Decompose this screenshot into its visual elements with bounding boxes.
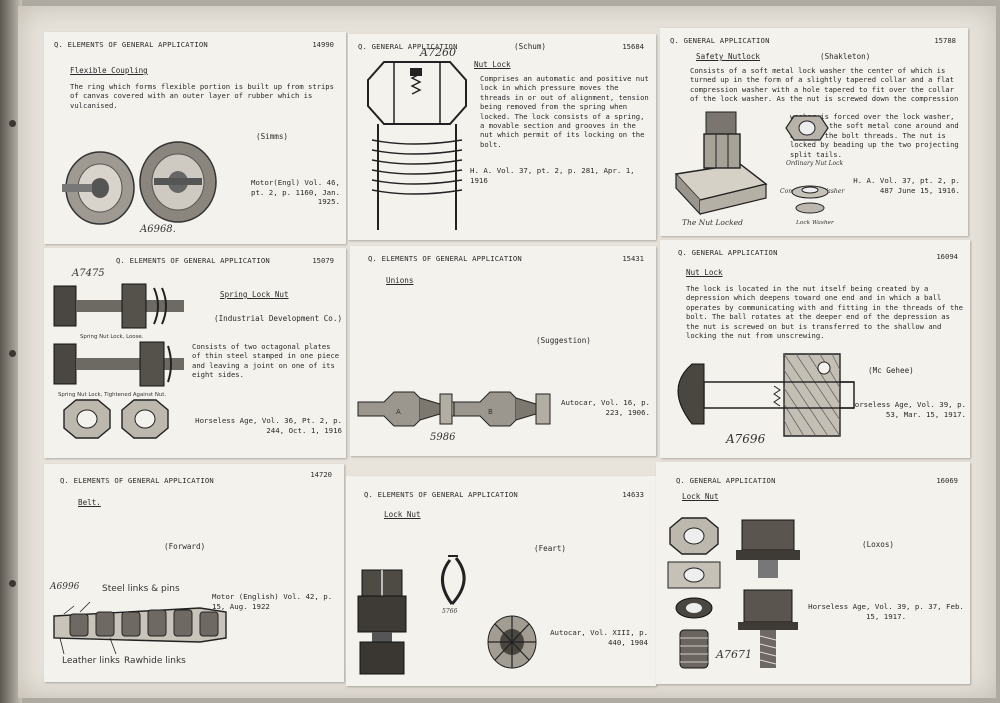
figure-caption: Rawhide links [124,656,186,666]
card-title: Spring Lock Nut [220,290,289,299]
card-lock-nut-feart: Q. ELEMENTS OF GENERAL APPLICATION 14633… [346,476,656,686]
binding-hole [9,580,16,587]
card-citation: H. A. Vol. 37, pt. 2, p. 487 June 15, 19… [853,176,960,195]
figure-caption: Ordinary Nut Lock [786,160,844,167]
card-unions: Q. ELEMENTS OF GENERAL APPLICATION 15431… [350,246,656,456]
card-source: (Suggestion) [536,336,591,345]
card-text: The lock is located in the nut itself be… [686,284,963,341]
card-nut-lock-schum: Q. GENERAL APPLICATION (Schum) 15684 A72… [348,34,656,240]
card-citation: H. A. Vol. 37, pt. 2, p. 281, Apr. 1, 19… [470,166,635,185]
card-citation: Horseless Age, Vol. 39, p. 53, Mar. 15, … [850,400,966,419]
handwritten-number: A6996 [50,582,80,592]
card-text: Comprises an automatic and positive nut … [480,74,649,149]
handwritten-number: A6968. [140,224,176,235]
card-title: Nut Lock [686,268,723,277]
card-source: (Industrial Development Co.) [214,314,343,323]
figure-caption: Steel links & pins [102,584,180,594]
card-header: Q. GENERAL APPLICATION [670,36,770,45]
card-citation: Horseless Age, Vol. 36, Pt. 2, p. 244, O… [195,416,342,435]
handwritten-number: A7696 [726,432,766,446]
card-title: Flexible Coupling [70,66,148,75]
card-citation: Autocar, Vol. 16, p. 223, 1906. [561,398,650,417]
figure-caption: The Nut Locked [682,218,743,227]
card-header: Q. GENERAL APPLICATION [358,42,458,51]
card-text-continued: washer is forced over the lock washer, p… [790,112,959,159]
card-citation: Horseless Age, Vol. 39, p. 37, Feb. 15, … [808,602,964,621]
card-header: Q. ELEMENTS OF GENERAL APPLICATION [364,490,518,499]
card-number: 15788 [934,36,956,45]
card-citation: Autocar, Vol. XIII, p. 440, 1904 [550,628,648,647]
card-source: (Schum) [514,42,547,51]
card-header: Q. ELEMENTS OF GENERAL APPLICATION [54,40,208,49]
card-source: (Forward) [164,542,206,551]
figure-caption: Spring Nut Lock, Loose. [80,334,144,340]
belt-illustration [53,601,227,655]
card-number: 14720 [310,470,332,479]
card-spring-lock-nut: Q. ELEMENTS OF GENERAL APPLICATION 15079… [44,248,346,458]
handwritten-number: 5986 [430,432,456,443]
spring-lock-nut-illustration [53,283,184,439]
card-title: Nut Lock [474,60,511,69]
card-source: (Loxos) [862,540,895,549]
card-text: Consists of two octagonal plates of thin… [192,342,340,380]
card-nut-lock-mcgehee: Q. GENERAL APPLICATION 16094 Nut Lock Th… [660,240,970,458]
album-spine [0,0,22,703]
card-number: 14633 [622,490,644,499]
card-safety-nutlock: Q. GENERAL APPLICATION 15788 Safety Nutl… [660,28,968,236]
ball-nut-lock-illustration [677,353,855,437]
handwritten-number: A7475 [72,268,105,279]
card-number: 14990 [312,40,334,49]
card-header: Q. ELEMENTS OF GENERAL APPLICATION [368,254,522,263]
card-flexible-coupling: Q. ELEMENTS OF GENERAL APPLICATION 14990… [44,32,346,244]
card-title: Lock Nut [384,510,421,519]
figure-caption: Spring Nut Lock, Tightened Against Nut. [58,392,167,398]
card-title: Belt. [78,498,101,507]
card-header: Q. ELEMENTS OF GENERAL APPLICATION [60,476,214,485]
card-number: 16069 [936,476,958,485]
figure-label: B [488,408,493,416]
handwritten-number: A7260 [420,46,456,59]
coupling-illustration [62,141,217,225]
card-title: Lock Nut [682,492,719,501]
nut-lock-illustration [367,61,467,230]
card-title: Unions [386,276,414,285]
handwritten-number: A7671 [716,648,752,661]
binding-hole [9,350,16,357]
binding-hole [9,120,16,127]
card-number: 15431 [622,254,644,263]
card-citation: Motor(Engl) Vol. 46, pt. 2, p. 1160, Jan… [251,178,340,207]
card-number: 16094 [936,252,958,261]
card-text: The ring which forms flexible portion is… [70,82,334,110]
card-header: Q. GENERAL APPLICATION [676,476,776,485]
card-source: (Mc Gehee) [868,366,914,375]
card-citation: Motor (English) Vol. 42, p. 15, Aug. 192… [212,592,333,611]
card-text: Consists of a soft metal lock washer the… [690,66,959,104]
card-title: Safety Nutlock [696,52,761,61]
card-header: Q. GENERAL APPLICATION [678,248,778,257]
safety-nutlock-illustration [674,111,829,216]
handwritten-number: 5766 [442,608,458,615]
lock-nut-illustration [357,555,537,675]
card-number: 15684 [622,42,644,51]
card-lock-nut-loxos: Q. GENERAL APPLICATION 16069 Lock Nut (L… [656,462,970,684]
card-source: (Feart) [534,544,567,553]
loxos-lock-nut-illustration [667,517,800,669]
card-belt: Q. ELEMENTS OF GENERAL APPLICATION 14720… [44,464,344,682]
card-source: (Shakleton) [820,52,871,61]
card-source: (Simms) [256,132,289,141]
figure-label: A [396,408,401,416]
unions-illustration [357,391,551,427]
card-number: 15079 [312,256,334,265]
figure-caption: Lock Washer [796,220,834,226]
figure-caption: Leather links [62,656,120,666]
card-header: Q. ELEMENTS OF GENERAL APPLICATION [116,256,270,265]
